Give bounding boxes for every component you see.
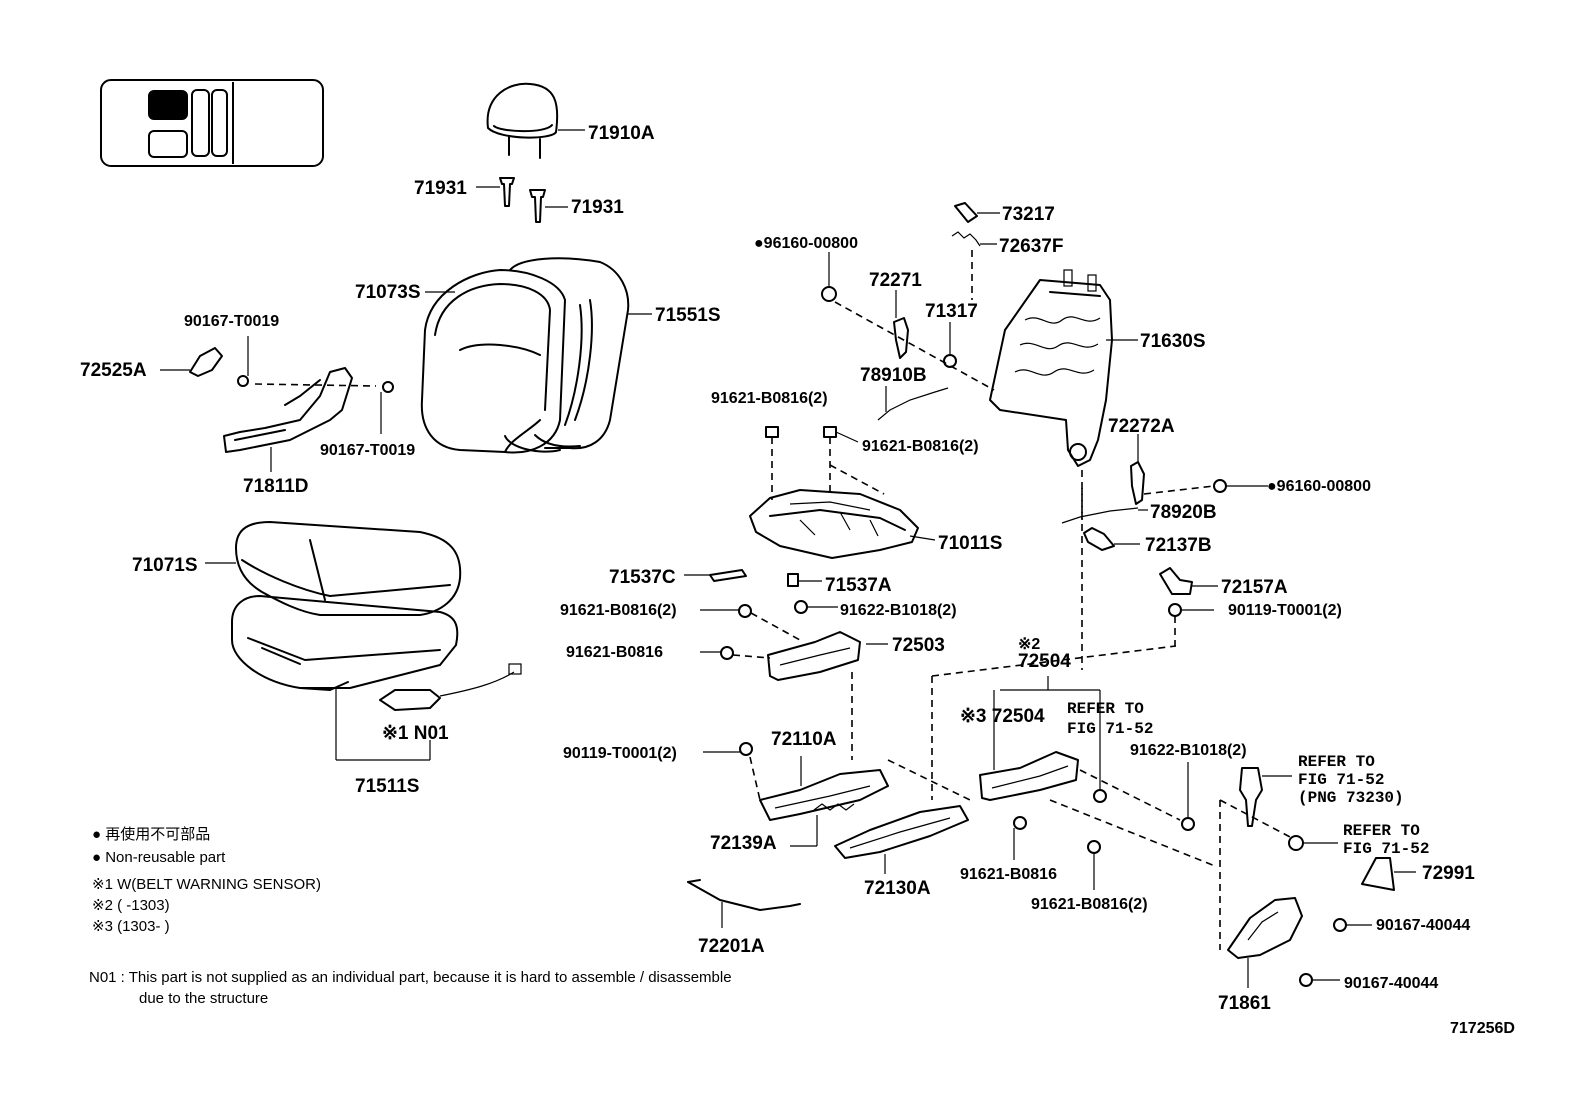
cable-cover-drawing <box>684 569 822 587</box>
label-90167-T0019-b: 90167-T0019 <box>320 442 415 459</box>
label-71551S: 71551S <box>655 305 721 326</box>
refer-to-2-line3: (PNG 73230) <box>1298 789 1404 807</box>
label-72272A: 72272A <box>1108 416 1175 437</box>
label-71071S: 71071S <box>132 555 198 576</box>
seatback-cover-drawing <box>420 257 652 454</box>
label-71511S: 71511S <box>355 776 419 797</box>
label-71317: 71317 <box>925 301 978 322</box>
label-72503: 72503 <box>892 635 945 656</box>
shield-71861-drawing <box>1227 897 1372 988</box>
label-71011S: 71011S <box>938 533 1002 554</box>
part-labels: 71910A 71931 71931 71073S 71551S 90167-T… <box>80 123 1515 1037</box>
label-72139A: 72139A <box>710 833 777 854</box>
refer-to-3-line2: FIG 71-52 <box>1343 840 1429 858</box>
label-71931-a: 71931 <box>414 178 467 199</box>
seat-locator-icon <box>100 79 324 167</box>
bracket-72157A-drawing <box>1159 567 1218 646</box>
label-91622-B1018-2-a: 91622-B1018(2) <box>840 602 957 619</box>
label-91621-B0816-b: 91621-B0816 <box>960 866 1057 883</box>
label-71931-b: 71931 <box>571 197 624 218</box>
refer-to-1-line1: REFER TO <box>1067 700 1144 718</box>
label-91622-B1018-2-b: 91622-B1018(2) <box>1130 742 1247 759</box>
label-N01: ※1 N01 <box>382 723 449 744</box>
label-72637F: 72637F <box>999 236 1063 257</box>
refer-to-2-line1: REFER TO <box>1298 753 1375 771</box>
label-72525A: 72525A <box>80 360 147 381</box>
label-90167-T0019-a: 90167-T0019 <box>184 313 279 330</box>
refer-to-2-line2: FIG 71-52 <box>1298 771 1384 789</box>
label-96160-00800-a: ●96160-00800 <box>754 235 858 252</box>
label-91621-B0816-2-d: 91621-B0816(2) <box>1031 896 1148 913</box>
label-96160-00800-b: ●96160-00800 <box>1267 478 1371 495</box>
label-78910B: 78910B <box>860 365 927 386</box>
legend-note-3: ※3 (1303- ) <box>92 918 170 935</box>
side-shield-drawing <box>223 367 353 472</box>
legend: ● 再使用不可部品 ● Non-reusable part ※1 W(BELT … <box>89 826 732 1007</box>
label-91621-B0816-2-a: 91621-B0816(2) <box>711 390 828 407</box>
refer-to-3-line1: REFER TO <box>1343 822 1420 840</box>
headrest-lock-drawing <box>951 202 1000 300</box>
label-72271: 72271 <box>869 270 922 291</box>
n01-note-line2: due to the structure <box>139 990 268 1007</box>
label-90167-40044-a: 90167-40044 <box>1376 917 1470 934</box>
label-78920B: 78920B <box>1150 502 1217 523</box>
slide-adjuster-left-drawing <box>700 600 888 760</box>
slide-rail-drawing <box>703 742 971 874</box>
label-91621-B0816: 91621-B0816 <box>566 644 663 661</box>
label-91621-B0816-2-b: 91621-B0816(2) <box>862 438 979 455</box>
label-72504-a: 72504 <box>1018 651 1071 672</box>
belt-sensor-drawing <box>379 663 522 711</box>
label-71073S: 71073S <box>355 282 421 303</box>
cushion-frame-drawing <box>749 426 936 559</box>
label-72137B: 72137B <box>1145 535 1212 556</box>
wire-72201A-drawing <box>687 879 801 928</box>
headrest-guide-drawing <box>476 177 568 223</box>
n01-note-line1: N01 : This part is not supplied as an in… <box>89 969 732 986</box>
legend-note-2: ※2 ( -1303) <box>92 897 170 914</box>
seat-cushion-pad-drawing <box>231 595 459 761</box>
label-71630S: 71630S <box>1140 331 1206 352</box>
label-72130A: 72130A <box>864 878 931 899</box>
label-72110A: 72110A <box>771 729 837 750</box>
label-71811D: 71811D <box>243 476 309 497</box>
legend-nonreusable-jp: ● 再使用不可部品 <box>92 826 210 843</box>
label-72991: 72991 <box>1422 863 1475 884</box>
label-72201A: 72201A <box>698 936 765 957</box>
label-73217: 73217 <box>1002 204 1055 225</box>
label-90167-40044-b: 90167-40044 <box>1344 975 1438 992</box>
refer-to-1-line2: FIG 71-52 <box>1067 720 1153 738</box>
label-71861: 71861 <box>1218 993 1271 1014</box>
label-72504-mark: ※2 <box>1018 636 1040 653</box>
slide-adjuster-right-drawing <box>931 488 1216 890</box>
label-72504-b: ※3 72504 <box>960 706 1045 727</box>
label-71537A: 71537A <box>825 575 892 596</box>
label-90119-T0001-2-a: 90119-T0001(2) <box>1228 602 1342 619</box>
label-72157A: 72157A <box>1221 577 1288 598</box>
belt-buckle-drawing <box>1219 767 1416 950</box>
screw-90167-drawing <box>237 336 394 434</box>
legend-nonreusable-en: ● Non-reusable part <box>92 849 226 866</box>
headrest-drawing <box>486 82 585 159</box>
recliner-parts-drawing <box>821 252 995 421</box>
diagram-code: 717256D <box>1450 1020 1515 1037</box>
clip-72525A-drawing <box>160 347 223 377</box>
legend-note-1: ※1 W(BELT WARNING SENSOR) <box>92 876 321 893</box>
seat-cushion-cover-drawing <box>205 521 462 616</box>
label-71537C: 71537C <box>609 567 676 588</box>
label-71910A: 71910A <box>588 123 655 144</box>
label-90119-T0001-2-b: 90119-T0001(2) <box>563 745 677 762</box>
seatback-frame-drawing <box>989 269 1138 467</box>
label-91621-B0816-2-c: 91621-B0816(2) <box>560 602 677 619</box>
